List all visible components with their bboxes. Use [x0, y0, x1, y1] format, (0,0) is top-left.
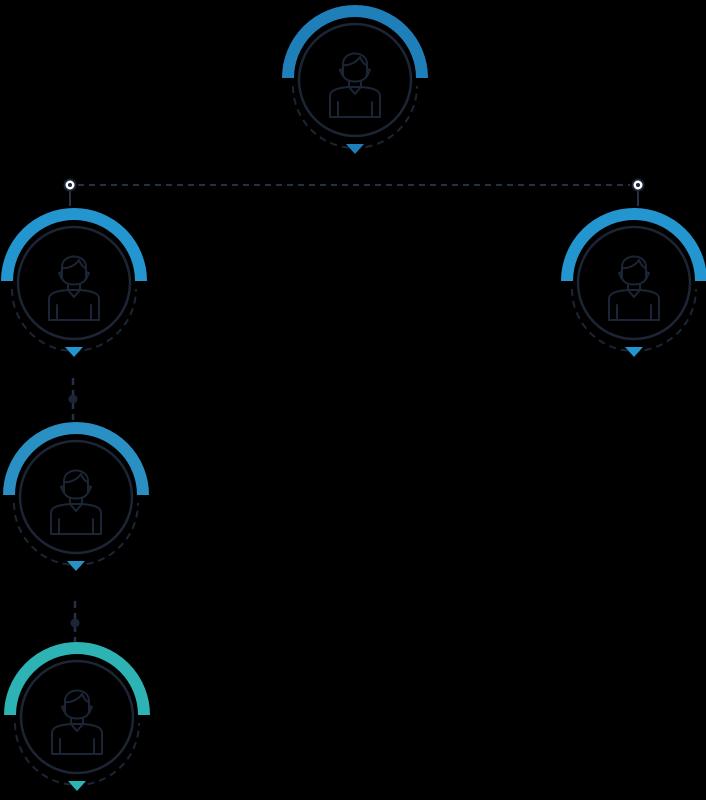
person-ear-right	[645, 271, 650, 280]
person-head	[63, 469, 89, 500]
node-circle	[297, 22, 413, 138]
connector-child-to-grandchild-dot	[70, 618, 80, 628]
person-collar	[67, 289, 81, 298]
junction-left-dot	[68, 183, 72, 187]
org-node-right	[561, 208, 706, 357]
person-ear-left	[339, 68, 344, 77]
person-head	[342, 52, 368, 83]
person-arms	[616, 304, 652, 321]
person-ear-right	[87, 485, 92, 494]
person-ear-left	[618, 271, 623, 280]
person-ear-left	[60, 485, 65, 494]
connector-left-to-child-dot	[68, 394, 78, 404]
connector-bus	[63, 178, 645, 206]
person-hair	[342, 56, 368, 67]
org-node-left-grandchild	[4, 642, 150, 791]
person-ear-right	[88, 705, 93, 714]
node-accent-arc	[561, 208, 706, 282]
person-ear-left	[61, 705, 66, 714]
person-icon	[48, 255, 100, 321]
node-circle	[19, 659, 135, 775]
node-circle	[16, 225, 132, 341]
node-pointer-triangle	[625, 347, 643, 357]
person-icon	[50, 469, 102, 535]
person-hair	[63, 473, 89, 484]
node-circle	[576, 225, 692, 341]
person-collar	[70, 723, 84, 732]
node-accent-arc	[4, 642, 150, 716]
node-accent-arc	[282, 5, 428, 79]
org-node-root	[282, 5, 428, 154]
person-hair	[621, 259, 647, 270]
node-circle	[18, 439, 134, 555]
person-hair	[64, 693, 90, 704]
node-pointer-triangle	[65, 347, 83, 357]
org-node-left	[1, 208, 147, 357]
person-arms	[59, 738, 95, 755]
person-collar	[69, 503, 83, 512]
person-head	[64, 689, 90, 720]
node-pointer-triangle	[68, 781, 86, 791]
person-icon	[51, 689, 103, 755]
junction-right-dot	[636, 183, 640, 187]
person-icon	[329, 52, 381, 118]
person-arms	[56, 304, 92, 321]
person-icon	[608, 255, 660, 321]
person-hair	[61, 259, 87, 270]
person-arms	[58, 518, 94, 535]
node-accent-arc	[3, 422, 149, 496]
person-arms	[337, 101, 373, 118]
person-ear-right	[366, 68, 371, 77]
node-accent-arc	[1, 208, 147, 282]
person-collar	[627, 289, 641, 298]
node-pointer-triangle	[67, 561, 85, 571]
connector-child-to-grandchild	[70, 601, 80, 645]
person-ear-left	[58, 271, 63, 280]
org-node-left-child	[3, 422, 149, 571]
person-collar	[348, 86, 362, 95]
person-head	[61, 255, 87, 286]
connector-left-to-child	[68, 378, 78, 420]
person-ear-right	[85, 271, 90, 280]
node-pointer-triangle	[346, 144, 364, 154]
person-head	[621, 255, 647, 286]
